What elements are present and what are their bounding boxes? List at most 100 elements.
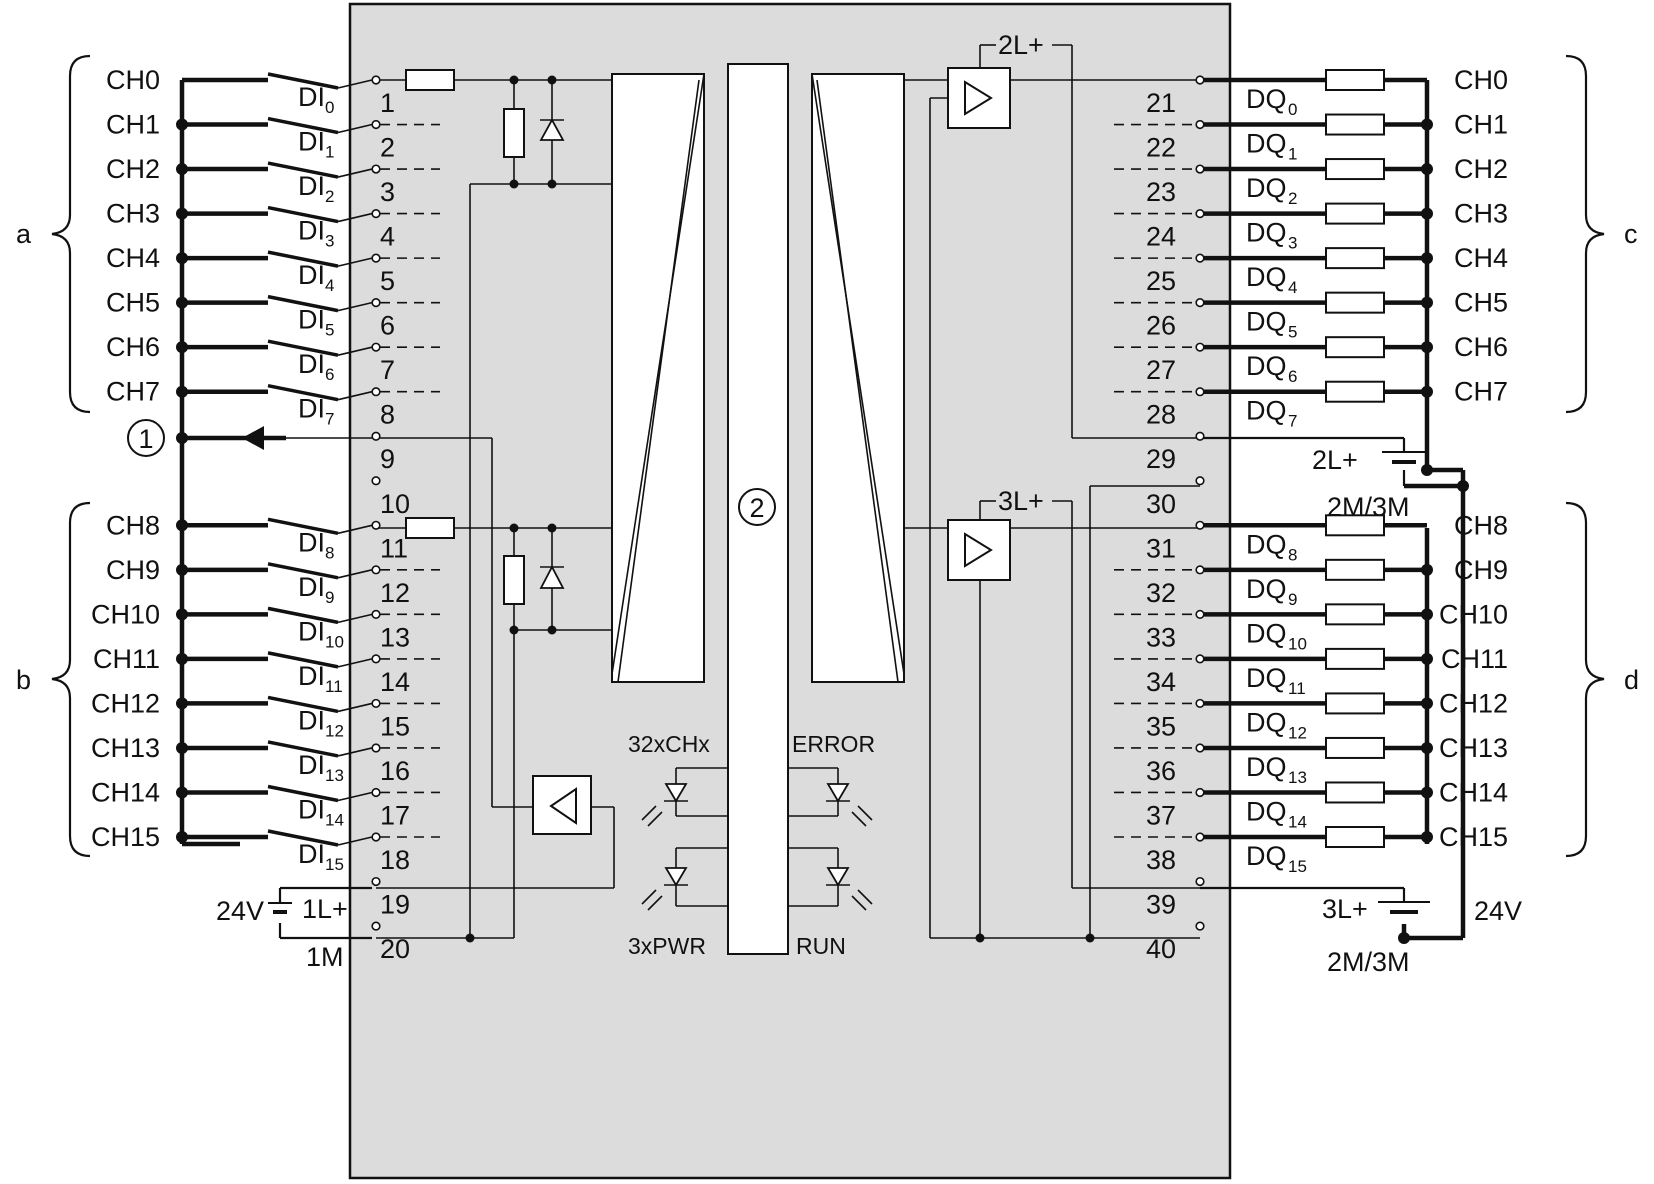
output-terminal <box>1195 164 1205 174</box>
switch-contact <box>267 651 339 669</box>
input-label-di: DI <box>298 260 325 290</box>
switch-contact <box>267 161 339 179</box>
led-run-icon <box>826 867 873 911</box>
input-terminal <box>371 298 381 308</box>
input-terminal-number: 9 <box>380 444 395 474</box>
switch-contact <box>267 517 339 536</box>
input-terminal-number: 2 <box>380 133 395 163</box>
switch-contact <box>267 784 339 803</box>
load-resistor <box>1325 826 1385 849</box>
input-wire <box>337 301 373 312</box>
junction-dot <box>1421 608 1433 621</box>
input-terminal <box>371 431 381 441</box>
output-label-index: 12 <box>1288 723 1307 742</box>
junction-dot <box>1421 563 1433 576</box>
switch-contact <box>267 606 339 625</box>
output-terminal <box>1195 787 1205 798</box>
battery-icon <box>1378 901 1430 914</box>
load-resistor <box>1325 202 1385 225</box>
switch-contact <box>267 205 339 224</box>
output-label-index: 3 <box>1288 234 1297 253</box>
input-terminal-number: 20 <box>380 934 410 964</box>
load-resistor <box>1325 647 1385 670</box>
group-label-d: d <box>1624 665 1639 695</box>
input-wire <box>337 390 373 401</box>
output-label-index: 14 <box>1288 812 1307 831</box>
output-channel-label: CH4 <box>1454 243 1508 273</box>
load-resistor <box>1325 692 1385 715</box>
junction-dot <box>176 341 188 354</box>
output-terminal-number: 35 <box>1146 711 1176 741</box>
input-label-index: 2 <box>325 187 334 206</box>
junction-dot <box>1421 341 1433 354</box>
output-terminal-number: 24 <box>1146 222 1176 252</box>
input-label-index: 4 <box>325 276 334 295</box>
input-terminal <box>371 476 381 486</box>
bracket-c <box>1565 54 1605 414</box>
input-terminal <box>371 921 381 931</box>
junction-dot <box>176 118 188 131</box>
input-channel-label: CH14 <box>91 777 160 807</box>
input-terminal-number: 4 <box>380 222 395 252</box>
output-terminal <box>1195 253 1205 263</box>
input-terminal-number: 8 <box>380 400 395 430</box>
input-label-index: 14 <box>325 810 344 829</box>
junction-dot <box>1421 831 1433 844</box>
input-label-di: DI <box>298 127 325 157</box>
input-terminal <box>371 787 381 798</box>
input-label-index: 3 <box>325 232 334 251</box>
load-resistor <box>1325 247 1385 270</box>
input-label-index: 10 <box>325 632 344 651</box>
input-terminal <box>371 253 381 263</box>
diode-icon <box>539 118 565 141</box>
input-wire <box>337 123 373 134</box>
load-resistor <box>1325 514 1385 537</box>
output-label-index: 15 <box>1288 857 1307 876</box>
output-label-dq: DQ <box>1246 841 1287 871</box>
input-terminal-number: 5 <box>380 266 395 296</box>
junction-dot <box>176 563 188 576</box>
input-channel-label: CH5 <box>106 288 160 318</box>
input-label-di: DI <box>298 305 325 335</box>
input-pulldown-2 <box>503 555 525 605</box>
input-terminal <box>371 208 381 219</box>
output-label-dq: DQ <box>1246 618 1287 648</box>
junction-dot <box>1421 786 1433 799</box>
output-terminal <box>1195 698 1205 709</box>
output-channel-label: CH13 <box>1439 733 1508 763</box>
bracket-b <box>51 501 91 858</box>
input-label-di: DI <box>298 794 325 824</box>
input-terminal-number: 7 <box>380 355 395 385</box>
input-terminal <box>371 698 381 709</box>
input-terminal <box>371 520 381 530</box>
junction-dot <box>176 385 188 398</box>
junction-dot <box>176 741 188 754</box>
supply-1m-label: 1M <box>306 942 344 972</box>
input-label-di: DI <box>298 616 325 646</box>
output-terminal <box>1195 654 1205 664</box>
junction-dot <box>1421 385 1433 398</box>
diode-icon <box>539 565 565 589</box>
input-label-index: 15 <box>325 855 344 874</box>
output-terminal-number: 34 <box>1146 667 1176 697</box>
output-label-dq: DQ <box>1246 307 1287 337</box>
input-channel-label: CH9 <box>106 555 160 585</box>
marker-2 <box>738 488 776 526</box>
input-terminal-number: 17 <box>380 800 410 830</box>
input-label-index: 8 <box>325 543 334 562</box>
input-wire <box>337 257 373 267</box>
junction-dot <box>1421 741 1433 754</box>
output-channel-label: CH9 <box>1454 555 1508 585</box>
load-resistor <box>1325 158 1385 181</box>
battery-icon <box>1382 451 1426 464</box>
junction-dot <box>176 163 188 176</box>
input-terminal-number: 11 <box>380 533 408 563</box>
led-channel-icon <box>641 783 688 827</box>
output-terminal-number: 38 <box>1146 845 1176 875</box>
output-terminal <box>1195 431 1205 441</box>
junction-dot <box>1421 296 1433 309</box>
output-channel-label: CH7 <box>1454 377 1508 407</box>
output-label-dq: DQ <box>1246 574 1287 604</box>
supply-3l-battery-label: 3L+ <box>1322 894 1368 924</box>
